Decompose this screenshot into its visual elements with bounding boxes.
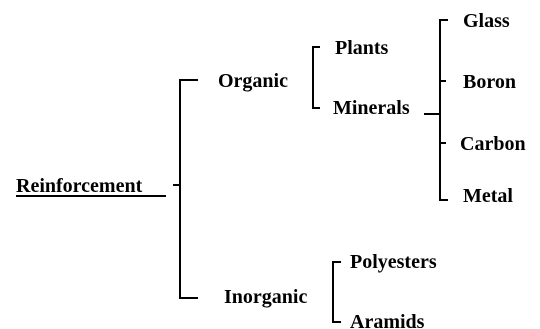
node-glass-label: Glass bbox=[463, 10, 510, 32]
node-minerals-label: Minerals bbox=[333, 97, 410, 119]
branch-inorganic-label: Inorganic bbox=[224, 286, 307, 308]
node-aramids-label: Aramids bbox=[350, 311, 425, 329]
node-carbon-label: Carbon bbox=[460, 133, 526, 155]
node-boron-label: Boron bbox=[463, 71, 516, 93]
level1-bracket bbox=[179, 79, 198, 299]
tree-connectors bbox=[173, 19, 448, 323]
minerals-bracket bbox=[439, 19, 448, 201]
inorganic-bracket bbox=[332, 261, 341, 323]
node-plants-label: Plants bbox=[335, 37, 389, 59]
node-metal-label: Metal bbox=[463, 185, 513, 207]
organic-bracket bbox=[312, 46, 320, 109]
root-label: Reinforcement bbox=[16, 175, 143, 197]
branch-organic-label: Organic bbox=[218, 70, 288, 92]
node-polyesters-label: Polyesters bbox=[350, 251, 437, 273]
